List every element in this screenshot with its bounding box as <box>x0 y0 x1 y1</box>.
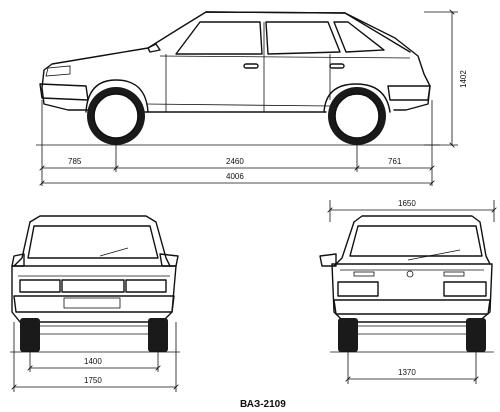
front-wiper <box>99 247 129 257</box>
rear-track-label: 1370 <box>398 368 416 377</box>
rear-overhang-label: 761 <box>388 157 402 166</box>
rear-left-marker <box>353 271 375 277</box>
front-roof-outline-left <box>13 221 31 267</box>
rear-view-car <box>319 215 494 353</box>
side-roof-line <box>205 11 411 53</box>
roof-width-label: 1650 <box>398 199 416 208</box>
rear-dimensions <box>330 200 494 384</box>
overall-width-label: 1750 <box>84 376 102 385</box>
rear-left-taillight <box>337 281 379 297</box>
front-bumper <box>13 295 175 313</box>
side-front-door-handle <box>243 63 259 69</box>
front-left-headlight <box>19 279 61 293</box>
front-windshield <box>27 225 159 259</box>
overall-length-label: 4006 <box>226 172 244 181</box>
side-view-car <box>36 11 440 146</box>
side-headlight <box>45 65 71 77</box>
side-rear-wheel-arch <box>323 83 391 113</box>
front-dimensions <box>14 322 176 392</box>
rear-roof-outline-left <box>333 221 355 267</box>
side-mirror <box>147 43 161 53</box>
rear-emblem <box>406 270 414 278</box>
side-rear-wheel <box>334 93 380 139</box>
front-track-label: 1400 <box>84 357 102 366</box>
rear-window <box>349 225 483 257</box>
side-belt-line <box>159 55 411 59</box>
side-rear-window <box>265 21 341 55</box>
front-overhang-label: 785 <box>68 157 82 166</box>
rear-left-tire <box>338 318 358 352</box>
side-rear-bumper <box>387 85 431 101</box>
model-label: ВАЗ-2109 <box>240 399 286 410</box>
side-front-wheel <box>93 93 139 139</box>
rear-right-marker <box>443 271 465 277</box>
front-right-headlight <box>125 279 167 293</box>
side-sill <box>145 103 331 107</box>
rear-left-mirror <box>319 253 337 267</box>
front-roof-outline <box>29 215 171 267</box>
front-grille <box>61 279 125 293</box>
rear-right-tire <box>466 318 486 352</box>
wheelbase-label: 2460 <box>226 157 244 166</box>
front-underbody <box>40 325 148 335</box>
side-front-wheel-arch <box>85 79 149 113</box>
side-dimensions <box>42 12 458 186</box>
rear-roof-outline <box>353 215 491 265</box>
side-quarter-window <box>333 21 385 53</box>
front-view-car <box>10 215 180 353</box>
side-door-seams <box>165 22 331 112</box>
side-rear-door-handle <box>329 63 345 69</box>
front-body <box>11 265 177 323</box>
front-license-plate <box>63 297 121 309</box>
front-right-tire <box>148 318 168 352</box>
rear-underbody <box>358 325 466 335</box>
height-label: 1402 <box>459 70 468 88</box>
rear-right-taillight <box>443 281 487 297</box>
front-left-tire <box>20 318 40 352</box>
rear-wiper <box>407 249 461 261</box>
rear-bumper <box>333 299 491 315</box>
side-front-window <box>175 21 263 55</box>
side-front-bumper <box>39 83 89 101</box>
